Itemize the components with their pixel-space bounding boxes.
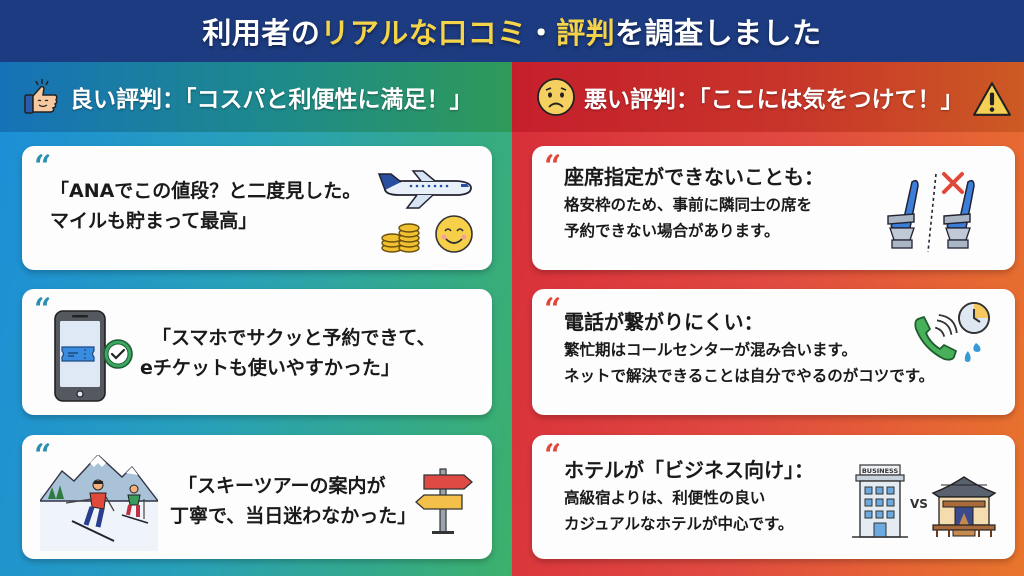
business-hotel-icon: BUSINESS <box>852 463 908 539</box>
title-part-1: 利用者の <box>202 16 321 50</box>
good-reviews-column: 良い評判：「コスパと利便性に満足！」 “ 「ANAでこの値段？と二度見した。 マ… <box>0 62 512 576</box>
review-text: 「スキーツアーの案内が 丁寧で、当日迷わなかった」 <box>170 471 416 531</box>
bad-reviews-column: 悪い評判：「ここには気をつけて！」 “ 座席指定ができないことも： 格安枠のため… <box>512 62 1024 576</box>
skiers-mountain-icon <box>40 455 158 551</box>
bad-reviews-heading-text: 悪い評判：「ここには気をつけて！」 <box>584 87 964 113</box>
good-review-card-2: “ 「スマホでサクッと予約できて、 eチケットも使いやすかった」 <box>22 289 492 415</box>
signpost-icon <box>414 467 476 535</box>
checkmark-icon <box>102 338 134 370</box>
quote-mark-icon: “ <box>544 438 562 473</box>
phone-ringing-icon <box>910 311 966 367</box>
airplane-seats-icon <box>884 170 994 256</box>
review-line: eチケットも使いやすかった」 <box>140 357 400 379</box>
review-title: ホテルが「ビジネス向け」： <box>564 458 814 482</box>
smartphone-ticket-icon <box>52 309 108 403</box>
ryokan-icon <box>929 473 999 539</box>
bad-reviews-heading: 悪い評判：「ここには気をつけて！」 <box>512 62 1024 132</box>
review-line: 予約できない場合があります。 <box>564 222 780 240</box>
good-review-card-1: “ 「ANAでこの値段？と二度見した。 マイルも貯まって最高」 <box>22 146 492 270</box>
title-part-highlight-2: 評判 <box>556 16 616 50</box>
coins-icon <box>380 216 422 254</box>
review-line: 格安枠のため、事前に隣同士の席を <box>564 196 813 214</box>
bad-review-card-3: “ ホテルが「ビジネス向け」： 高級宿よりは、利便性の良い カジュアルなホテルが… <box>532 435 1015 559</box>
title-part-dot: ・ <box>526 16 557 50</box>
bad-review-card-1: “ 座席指定ができないことも： 格安枠のため、事前に隣同士の席を 予約できない場… <box>532 146 1015 270</box>
review-line: 「スマホでサクッと予約できて、 <box>152 327 436 349</box>
cross-icon <box>940 170 966 196</box>
bad-review-card-2: “ 電話が繋がりにくい： 繁忙期はコールセンターが混み合います。 ネットで解決で… <box>532 289 1015 415</box>
review-title: 座席指定ができないことも： <box>564 165 824 189</box>
review-line: 高級宿よりは、利便性の良い <box>564 489 766 507</box>
good-reviews-heading-text: 良い評判：「コスパと利便性に満足！」 <box>70 87 473 113</box>
thumbs-up-icon <box>22 77 62 117</box>
hotel-sign-text: BUSINESS <box>862 467 899 475</box>
warning-icon <box>972 79 1011 116</box>
worried-face-icon <box>536 77 576 117</box>
review-text: ホテルが「ビジネス向け」： 高級宿よりは、利便性の良い カジュアルなホテルが中心… <box>564 455 814 537</box>
review-text: 電話が繋がりにくい： 繁忙期はコールセンターが混み合います。 ネットで解決できる… <box>564 307 934 389</box>
sweat-drops-icon <box>962 341 984 363</box>
review-title: 電話が繋がりにくい： <box>564 310 764 334</box>
quote-mark-icon: “ <box>34 438 52 473</box>
clock-icon <box>957 301 991 335</box>
good-review-card-3: “ <box>22 435 492 559</box>
page-title: 利用者のリアルな口コミ・評判を調査しました <box>0 0 1024 62</box>
review-text: 「スマホでサクッと予約できて、 eチケットも使いやすかった」 <box>140 323 435 383</box>
review-line: 丁寧で、当日迷わなかった」 <box>170 505 417 527</box>
quote-mark-icon: “ <box>544 292 562 327</box>
review-line: 「ANAでこの値段？と二度見した。 <box>50 180 362 202</box>
review-line: ネットで解決できることは自分でやるのがコツです。 <box>564 367 935 385</box>
airplane-icon <box>377 168 475 210</box>
vs-label: VS <box>910 497 928 511</box>
review-line: カジュアルなホテルが中心です。 <box>564 515 794 533</box>
quote-mark-icon: “ <box>544 149 562 184</box>
good-reviews-heading: 良い評判：「コスパと利便性に満足！」 <box>0 62 512 132</box>
review-line: 「スキーツアーの案内が <box>178 475 386 497</box>
quote-mark-icon: “ <box>34 149 52 184</box>
quote-mark-icon: “ <box>34 292 52 327</box>
review-line: マイルも貯まって最高」 <box>50 210 258 232</box>
title-part-end: を調査しました <box>615 16 822 50</box>
review-line: 繁忙期はコールセンターが混み合います。 <box>564 341 857 359</box>
review-text: 座席指定ができないことも： 格安枠のため、事前に隣同士の席を 予約できない場合が… <box>564 162 824 244</box>
review-text: 「ANAでこの値段？と二度見した。 マイルも貯まって最高」 <box>50 176 361 236</box>
title-part-highlight-1: リアルな口コミ <box>320 16 527 50</box>
smiley-icon <box>434 214 474 254</box>
